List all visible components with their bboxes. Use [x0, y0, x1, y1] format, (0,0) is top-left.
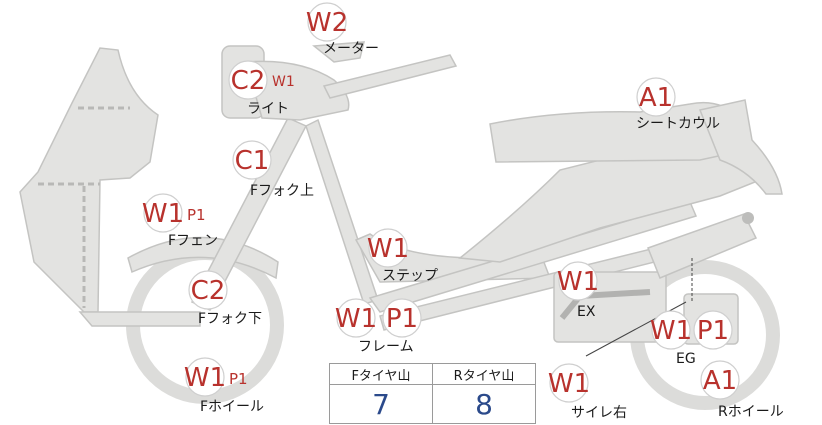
- code-front-wheel-2: P1: [229, 370, 248, 388]
- badge-front-wheel: [185, 357, 225, 397]
- part-label-exhaust: W1 EX: [557, 261, 599, 320]
- label-engine: EG: [676, 351, 696, 367]
- badge-exhaust: [558, 261, 598, 301]
- badge-fender: [143, 193, 183, 233]
- badge-engine-2: [693, 310, 733, 350]
- code-rear-wheel-1: A1: [703, 366, 737, 396]
- label-front-wheel: Fホイール: [200, 399, 264, 415]
- badge-step: [368, 228, 408, 268]
- code-exhaust-1: W1: [557, 267, 599, 297]
- part-label-light: C2 W1 ライト: [228, 60, 295, 117]
- tire-table-value-row: 7 8: [329, 384, 536, 424]
- meter-shape: [312, 41, 365, 63]
- floor-board-shape: [78, 311, 201, 327]
- label-seat-cowl: シートカウル: [636, 116, 720, 132]
- label-muffler-right: サイレ右: [571, 405, 627, 421]
- leg-shield-shape: [19, 47, 159, 313]
- badge-muffler-right: [549, 363, 589, 403]
- tire-table-header-front: Fタイヤ山: [329, 363, 433, 385]
- code-meter-1: W2: [306, 8, 348, 38]
- part-label-step: W1 ステップ: [367, 228, 438, 284]
- badge-seat-cowl: [636, 77, 676, 117]
- part-label-frame: W1 P1 フレーム: [335, 298, 422, 355]
- shock-bolt: [742, 212, 754, 224]
- code-fork-lower-1: C2: [191, 276, 226, 306]
- code-engine-2: P1: [697, 316, 729, 346]
- part-label-fork-upper: C1 Fフォク上: [232, 140, 314, 199]
- head-cowl-shape: [245, 60, 350, 121]
- tire-table-header-row: Fタイヤ山 Rタイヤ山: [329, 363, 536, 385]
- badge-meter: [307, 2, 347, 42]
- code-fender-2: P1: [187, 206, 206, 224]
- code-frame-1: W1: [335, 304, 377, 334]
- code-light-2: W1: [272, 74, 295, 90]
- label-fender: Fフェン: [168, 233, 218, 249]
- label-frame: フレーム: [358, 339, 414, 355]
- part-label-engine: W1 P1 EG: [650, 310, 733, 367]
- badge-fork-upper: [232, 140, 272, 180]
- tire-tread-table: Fタイヤ山 Rタイヤ山 7 8: [329, 363, 536, 424]
- badge-frame-2: [382, 298, 422, 338]
- code-engine-1: W1: [650, 316, 692, 346]
- part-label-meter: W2 メーター: [306, 2, 379, 57]
- shock-shape: [647, 213, 758, 279]
- label-fork-lower: Fフォク下: [198, 311, 262, 327]
- tire-table-header-rear: Rタイヤ山: [432, 363, 536, 385]
- badge-fork-lower: [188, 270, 228, 310]
- part-label-fender: W1 P1 Fフェン: [142, 193, 218, 249]
- label-fork-upper: Fフォク上: [250, 183, 314, 199]
- handlebar-shape: [322, 54, 458, 99]
- badge-engine: [651, 310, 691, 350]
- code-seat-cowl-1: A1: [639, 83, 673, 113]
- code-step-1: W1: [367, 234, 409, 264]
- label-exhaust: EX: [577, 304, 596, 320]
- code-muffler-right-1: W1: [548, 369, 590, 399]
- label-step: ステップ: [382, 268, 438, 284]
- badge-light: [228, 60, 268, 100]
- part-label-fork-lower: C2 Fフォク下: [188, 270, 262, 327]
- code-front-wheel-1: W1: [184, 363, 226, 393]
- part-label-muffler-right: W1 サイレ右: [548, 363, 627, 421]
- tire-table-value-front: 7: [329, 384, 433, 424]
- tail-cowl-shape: [698, 99, 783, 195]
- badge-frame: [336, 298, 376, 338]
- part-label-seat-cowl: A1 シートカウル: [636, 77, 720, 132]
- label-rear-wheel: Rホイール: [718, 404, 784, 420]
- code-fender-1: W1: [142, 199, 184, 229]
- part-label-rear-wheel: A1 Rホイール: [700, 360, 784, 420]
- code-frame-2: P1: [386, 304, 418, 334]
- badge-rear-wheel: [700, 360, 740, 400]
- part-label-front-wheel: W1 P1 Fホイール: [184, 357, 264, 415]
- tire-table-value-rear: 8: [432, 384, 536, 424]
- front-fork-shape: [190, 117, 308, 311]
- down-tube-shape: [305, 118, 379, 305]
- code-fork-upper-1: C1: [235, 146, 270, 176]
- label-meter: メーター: [323, 41, 379, 57]
- code-light-1: C2: [231, 66, 266, 96]
- label-light: ライト: [247, 101, 289, 117]
